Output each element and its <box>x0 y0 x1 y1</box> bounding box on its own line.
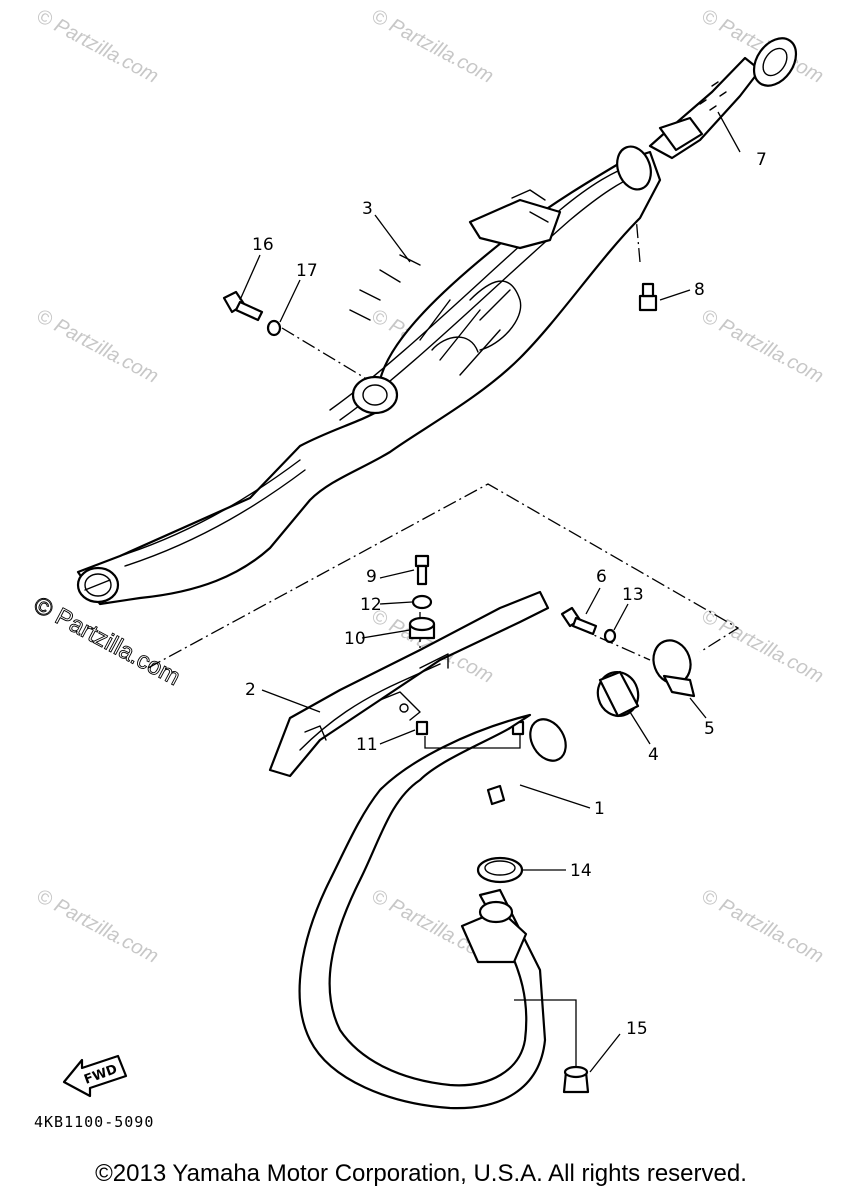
callout-6: 6 <box>596 567 607 587</box>
washer-part-13 <box>603 628 617 644</box>
clamp-part-5 <box>652 639 696 698</box>
callout-13: 13 <box>622 585 644 605</box>
watermark-text: © Partzilla.com <box>368 5 497 88</box>
gasket-part-14 <box>476 856 524 884</box>
callout-5: 5 <box>704 719 715 739</box>
callout-7: 7 <box>756 150 767 170</box>
washer-part-17 <box>266 319 282 337</box>
spark-arrester-part-7 <box>648 37 798 160</box>
fwd-arrow-icon: FWD <box>62 1054 128 1098</box>
callout-3: 3 <box>362 199 373 219</box>
reference-lines <box>147 204 740 669</box>
callout-1: 1 <box>594 799 605 819</box>
damper-part-10 <box>408 616 436 640</box>
callout-11: 11 <box>356 735 378 755</box>
bolt-part-8 <box>638 282 658 312</box>
callout-8: 8 <box>694 280 705 300</box>
muffler-part-3 <box>76 145 662 606</box>
gasket-part-4 <box>596 670 640 718</box>
protector-part-2 <box>268 590 550 778</box>
nut-part-15 <box>562 1065 590 1094</box>
callout-10: 10 <box>344 629 366 649</box>
watermark-text: © Partzilla.com <box>33 5 162 88</box>
callout-16: 16 <box>252 235 274 255</box>
partzilla-logo-watermark: © Partzilla.com <box>29 591 184 691</box>
bolt-part-16 <box>222 290 264 322</box>
callout-12: 12 <box>360 595 382 615</box>
leader-lines <box>239 111 741 1073</box>
exhaust-pipe-part-1 <box>298 713 567 1110</box>
watermark-text: © Partzilla.com <box>698 605 827 688</box>
bolt-part-6 <box>560 606 598 636</box>
watermark-text: © Partzilla.com <box>33 305 162 388</box>
callout-labels: 3 7 8 16 17 9 12 10 2 11 6 13 5 4 1 14 1… <box>245 150 767 1039</box>
callout-9: 9 <box>366 567 377 587</box>
callout-15: 15 <box>626 1019 648 1039</box>
callout-4: 4 <box>648 745 659 765</box>
part-code: 4KB1100-5090 <box>34 1113 154 1131</box>
washer-part-12 <box>411 594 433 610</box>
callout-2: 2 <box>245 680 256 700</box>
callout-17: 17 <box>296 261 318 281</box>
bolt-part-9 <box>414 554 430 586</box>
watermark-text: © Partzilla.com <box>698 885 827 968</box>
copyright-notice: ©2013 Yamaha Motor Corporation, U.S.A. A… <box>95 1160 747 1187</box>
callout-14: 14 <box>570 861 592 881</box>
watermark-text: © Partzilla.com <box>698 305 827 388</box>
watermark-layer: © Partzilla.com © Partzilla.com © Partzi… <box>29 5 827 968</box>
watermark-text: © Partzilla.com <box>33 885 162 968</box>
